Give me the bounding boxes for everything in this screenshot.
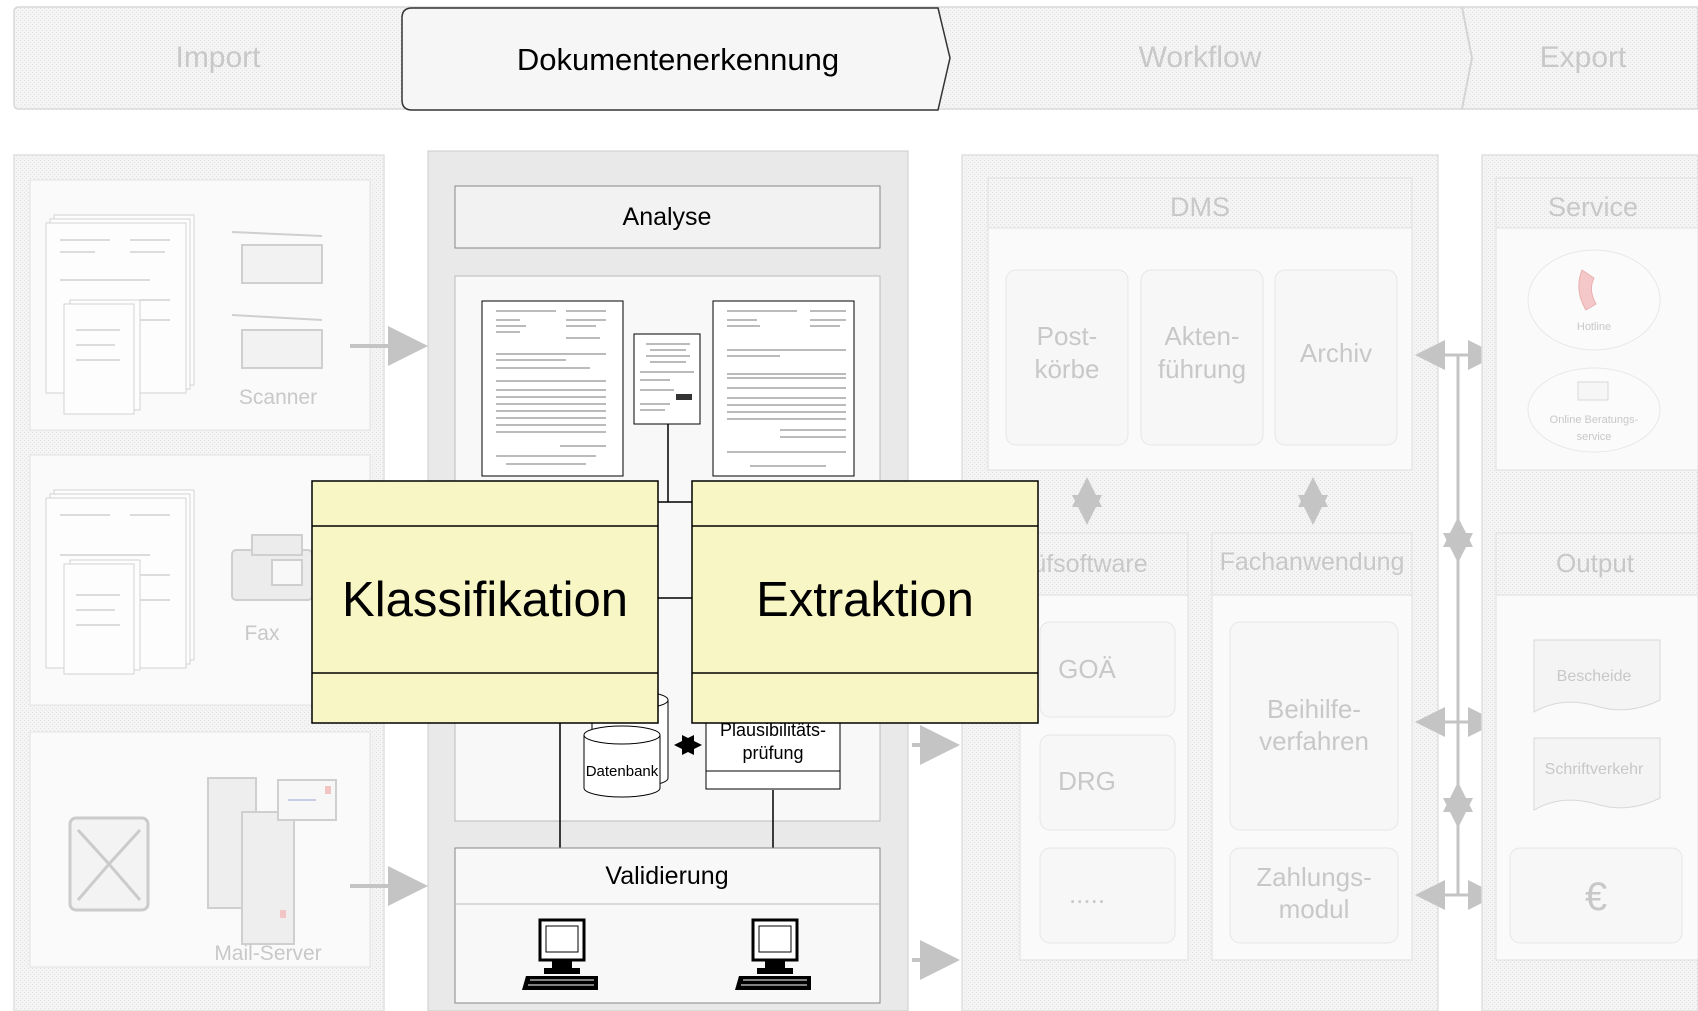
- bescheide-label: Bescheide: [1557, 668, 1632, 685]
- beihilfe-label-1: Beihilfe-: [1267, 694, 1361, 724]
- phone-icon: [1578, 269, 1597, 311]
- stage-import: Import: [175, 41, 261, 74]
- scanner-label: Scanner: [239, 386, 317, 409]
- envelope-icon: [68, 816, 150, 912]
- plausibility-label-2: prüfung: [742, 743, 803, 763]
- archiv-label: Archiv: [1300, 338, 1372, 368]
- database-label: Datenbank: [586, 763, 659, 780]
- document-statement-icon: [712, 300, 855, 477]
- fachanwendung-title: Fachanwendung: [1220, 548, 1405, 576]
- document-card-icon: [633, 333, 701, 425]
- hotline-label: Hotline: [1577, 321, 1611, 333]
- import-column: Scanner Fax: [13, 154, 428, 1011]
- dms-title: DMS: [1170, 192, 1230, 222]
- goa-label: GOÄ: [1058, 654, 1116, 684]
- workstation-icon-2: [735, 918, 811, 990]
- paper-stack-icon-2: [45, 489, 195, 675]
- workflow-in-arrows: [912, 725, 960, 980]
- mail-icon: [1577, 381, 1609, 401]
- classification-label: Klassifikation: [342, 573, 628, 627]
- mailserver-label: Mail-Server: [214, 942, 321, 965]
- aktenfuehrung-label-1: Akten-: [1164, 321, 1239, 351]
- mail-server-icon: [207, 777, 337, 945]
- output-title: Output: [1556, 548, 1635, 578]
- euro-icon: €: [1585, 875, 1607, 919]
- paper-stack-icon: [45, 214, 195, 415]
- online-label: Online Beratungs-: [1550, 414, 1639, 426]
- extraction-label: Extraktion: [756, 573, 974, 627]
- classification-box: Klassifikation: [311, 480, 659, 724]
- analysis-label: Analyse: [623, 203, 712, 231]
- stage-workflow: Workflow: [1139, 41, 1262, 74]
- drg-label: DRG: [1058, 766, 1116, 796]
- import-arrows: [350, 326, 428, 906]
- validation-label: Validierung: [605, 862, 728, 890]
- analysis-box: [454, 185, 881, 249]
- stage-bar: Import Workflow Export Dokumentenerkennu…: [13, 6, 1698, 111]
- document-invoice-icon: [481, 300, 624, 477]
- dms-arrows: [1072, 477, 1328, 525]
- export-bus: [1415, 340, 1498, 910]
- service-label: service: [1577, 431, 1612, 443]
- workflow-column: DMS Post- körbe Akten- führung Archiv üf…: [912, 154, 1439, 1011]
- stage-export: Export: [1540, 41, 1627, 74]
- fax-label: Fax: [244, 622, 280, 645]
- aktenfuehrung-label-2: führung: [1158, 354, 1246, 384]
- beihilfe-label-2: verfahren: [1259, 726, 1369, 756]
- more-label: .....: [1069, 879, 1105, 909]
- postkoerbe-label-2: körbe: [1034, 354, 1099, 384]
- stage-recognition: Dokumentenerkennung: [517, 42, 839, 77]
- plausibility-label-1: Plausibilitäts-: [720, 720, 826, 740]
- postkoerbe-label-1: Post-: [1037, 321, 1098, 351]
- fax-icon: [231, 534, 313, 601]
- workstation-icon: [522, 918, 598, 990]
- zahlung-label-2: modul: [1279, 894, 1350, 924]
- pruefsoftware-title: üfsoftware: [1032, 550, 1147, 578]
- extraction-box: Extraktion: [691, 480, 1039, 724]
- service-title: Service: [1548, 192, 1638, 222]
- zahlung-label-1: Zahlungs-: [1256, 862, 1372, 892]
- scanner-icon: [231, 231, 323, 369]
- export-column: Service Hotline Online Beratungs- servic…: [1481, 154, 1698, 1011]
- schriftverkehr-label: Schriftverkehr: [1545, 761, 1644, 778]
- stage-recognition-tab: Dokumentenerkennung: [401, 7, 951, 111]
